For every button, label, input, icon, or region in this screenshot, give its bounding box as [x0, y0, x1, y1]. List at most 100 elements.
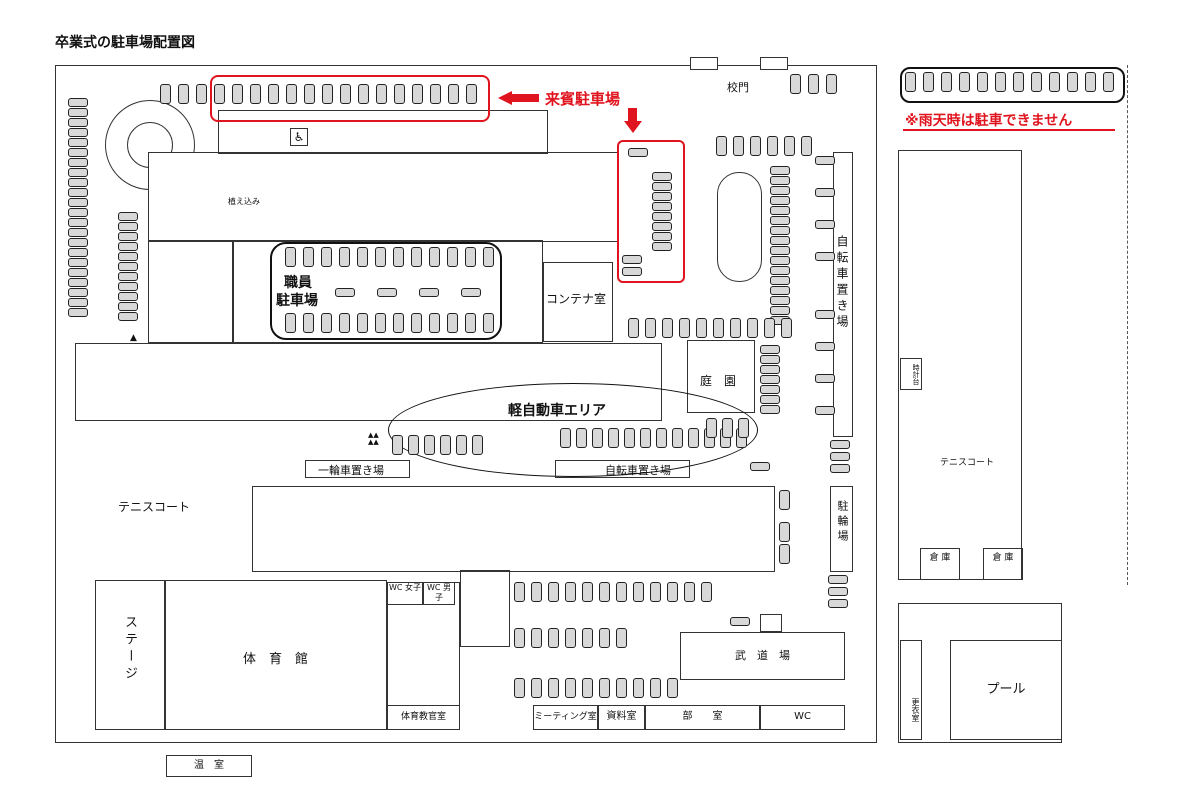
car-icon [118, 272, 138, 281]
car-icon [303, 247, 314, 267]
car-icon [652, 232, 672, 241]
car-icon [760, 385, 780, 394]
car-icon [608, 428, 619, 448]
car-icon [68, 148, 88, 157]
car-icon [430, 84, 441, 104]
gymnasium [165, 580, 387, 730]
car-icon [394, 84, 405, 104]
car-icon [815, 156, 835, 165]
car-icon [781, 318, 792, 338]
bicycle-parking-label: 自転車置き場 [605, 464, 671, 477]
car-icon [706, 418, 717, 438]
car-icon [68, 298, 88, 307]
car-icon [995, 72, 1006, 92]
car-icon [826, 74, 837, 94]
car-icon [447, 247, 458, 267]
car-icon [68, 278, 88, 287]
car-icon [340, 84, 351, 104]
car-icon [548, 582, 559, 602]
car-icon [815, 188, 835, 197]
car-icon [730, 318, 741, 338]
car-icon [733, 136, 744, 156]
car-icon [68, 168, 88, 177]
car-icon [531, 678, 542, 698]
tennis-court-label: テニスコート [118, 500, 191, 514]
car-icon [304, 84, 315, 104]
car-icon [624, 428, 635, 448]
car-icon [582, 582, 593, 602]
car-icon [68, 118, 88, 127]
pool: プール [950, 640, 1062, 740]
car-icon [322, 84, 333, 104]
bicycle-parking-vertical [833, 152, 853, 437]
car-icon [250, 84, 261, 104]
car-icon [977, 72, 988, 92]
stage-label: ステージ [122, 615, 137, 683]
car-icon [828, 587, 848, 596]
car-icon [633, 678, 644, 698]
car-icon [412, 84, 423, 104]
car-icon [582, 678, 593, 698]
car-icon [68, 158, 88, 167]
car-icon [472, 435, 483, 455]
car-icon [770, 206, 790, 215]
entrance-block [218, 110, 548, 154]
car-icon [232, 84, 243, 104]
car-icon [628, 148, 648, 157]
car-icon [68, 268, 88, 277]
car-icon [118, 222, 138, 231]
car-icon [667, 678, 678, 698]
car-icon [905, 72, 916, 92]
rain-restricted-parking [900, 67, 1125, 103]
car-icon [770, 196, 790, 205]
car-icon [815, 342, 835, 351]
guest-parking-highlight-east [617, 140, 685, 283]
car-icon [214, 84, 225, 104]
gymnasium-label: 体 育 館 [243, 652, 309, 667]
car-icon [760, 375, 780, 384]
car-icon [483, 247, 494, 267]
kei-car-area [388, 383, 758, 477]
car-icon [461, 288, 481, 297]
car-icon [592, 428, 603, 448]
car-icon [68, 258, 88, 267]
car-icon [465, 247, 476, 267]
club-room: 部 室 [645, 705, 760, 730]
car-icon [68, 198, 88, 207]
car-icon [118, 282, 138, 291]
accessible-parking-icon: ♿ [290, 128, 308, 146]
car-icon [1085, 72, 1096, 92]
car-icon [815, 374, 835, 383]
wc-men: WC 男子 [423, 582, 455, 605]
car-icon [770, 266, 790, 275]
bicycle-parking [555, 460, 690, 478]
car-icon [830, 452, 850, 461]
tennis-court-east-label: テニスコート [940, 458, 995, 468]
staff-parking-label: 駐車場 [276, 293, 318, 309]
car-icon [531, 628, 542, 648]
car-icon [770, 296, 790, 305]
wc: WC [760, 705, 845, 730]
car-icon [565, 678, 576, 698]
car-icon [448, 84, 459, 104]
staff-parking-area [270, 242, 502, 340]
car-icon [196, 84, 207, 104]
car-icon [923, 72, 934, 92]
car-icon [514, 678, 525, 698]
car-icon [679, 318, 690, 338]
car-icon [548, 628, 559, 648]
car-icon [466, 84, 477, 104]
car-icon [722, 418, 733, 438]
building-west-wing [148, 240, 233, 343]
car-icon [760, 395, 780, 404]
car-icon [652, 182, 672, 191]
school-building-south [252, 486, 775, 572]
car-icon [616, 628, 627, 648]
car-icon [650, 582, 661, 602]
car-icon [770, 246, 790, 255]
car-icon [357, 247, 368, 267]
car-icon [652, 202, 672, 211]
car-icon [268, 84, 279, 104]
guest-parking-highlight [210, 75, 490, 122]
